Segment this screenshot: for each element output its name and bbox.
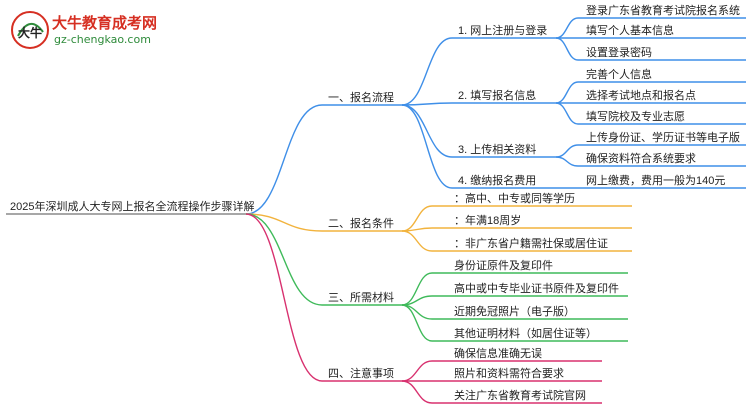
- item-connector: [401, 230, 433, 252]
- item-label: 照片和资料需符合要求: [454, 366, 564, 380]
- branch-label: 二、报名条件: [328, 216, 394, 230]
- leaf-label: 网上缴费，费用一般为140元: [586, 173, 725, 187]
- item-connector: [401, 304, 433, 320]
- leaf-label: 选择考试地点和报名点: [586, 88, 696, 102]
- leaf-label: 上传身份证、学历证书等电子版: [586, 130, 740, 144]
- logo-url: gz-chengkao.com: [54, 33, 151, 46]
- item-connector: [401, 304, 433, 342]
- item-label: 高中或中专毕业证书原件及复印件: [454, 281, 619, 295]
- step-connector: [401, 104, 453, 158]
- item-label: 其他证明材料（如居住证等）: [454, 326, 597, 340]
- leaf-connector: [555, 17, 579, 39]
- item-connector: [401, 205, 433, 232]
- leaf-connector: [555, 102, 579, 125]
- leaf-label: 确保资料符合系统要求: [586, 151, 696, 165]
- logo-title: 大牛教育成考网: [52, 14, 158, 32]
- step-label: 2. 填写报名信息: [458, 88, 536, 102]
- item-label: ：非广东省户籍需社保或居住证: [454, 236, 608, 250]
- branch-label: 三、所需材料: [328, 290, 394, 304]
- branch-connector: [245, 213, 323, 306]
- leaf-label: 设置登录密码: [586, 45, 652, 59]
- root-node-label: 2025年深圳成人大专网上报名全流程操作步骤详解: [10, 199, 254, 213]
- step-connector: [401, 37, 453, 106]
- leaf-label: 填写个人基本信息: [586, 23, 674, 37]
- site-logo[interactable]: 大牛 大牛教育成考网 gz-chengkao.com: [8, 8, 168, 52]
- branch-connector: [245, 213, 323, 232]
- item-label: ：高中、中专或同等学历: [454, 191, 575, 205]
- step-label: 4. 缴纳报名费用: [458, 173, 536, 187]
- logo-mark-text: 大牛: [18, 25, 42, 40]
- step-label: 1. 网上注册与登录: [458, 23, 547, 37]
- leaf-label: 填写院校及专业志愿: [586, 109, 685, 123]
- item-connector: [401, 360, 433, 382]
- branch-label: 一、报名流程: [328, 90, 394, 104]
- step-connector: [401, 102, 453, 106]
- branch-connector: [245, 213, 323, 382]
- step-connector: [401, 104, 453, 189]
- item-label: 身份证原件及复印件: [454, 258, 553, 272]
- leaf-connector: [555, 144, 579, 158]
- item-label: ：年满18周岁: [454, 213, 521, 227]
- branch-label: 四、注意事项: [328, 366, 394, 380]
- item-label: 近期免冠照片（电子版）: [454, 304, 575, 318]
- logo-mark-icon: 大牛: [11, 11, 49, 49]
- step-label: 3. 上传相关资料: [458, 142, 536, 156]
- leaf-label: 登录广东省教育考试院报名系统: [586, 3, 740, 17]
- item-connector: [401, 380, 433, 404]
- item-label: 确保信息准确无误: [454, 346, 542, 360]
- leaf-connector: [555, 37, 579, 61]
- leaf-label: 完善个人信息: [586, 67, 652, 81]
- leaf-connector: [555, 81, 579, 104]
- branch-connector: [245, 104, 323, 215]
- leaf-connector: [555, 156, 579, 167]
- item-label: 关注广东省教育考试院官网: [454, 388, 586, 402]
